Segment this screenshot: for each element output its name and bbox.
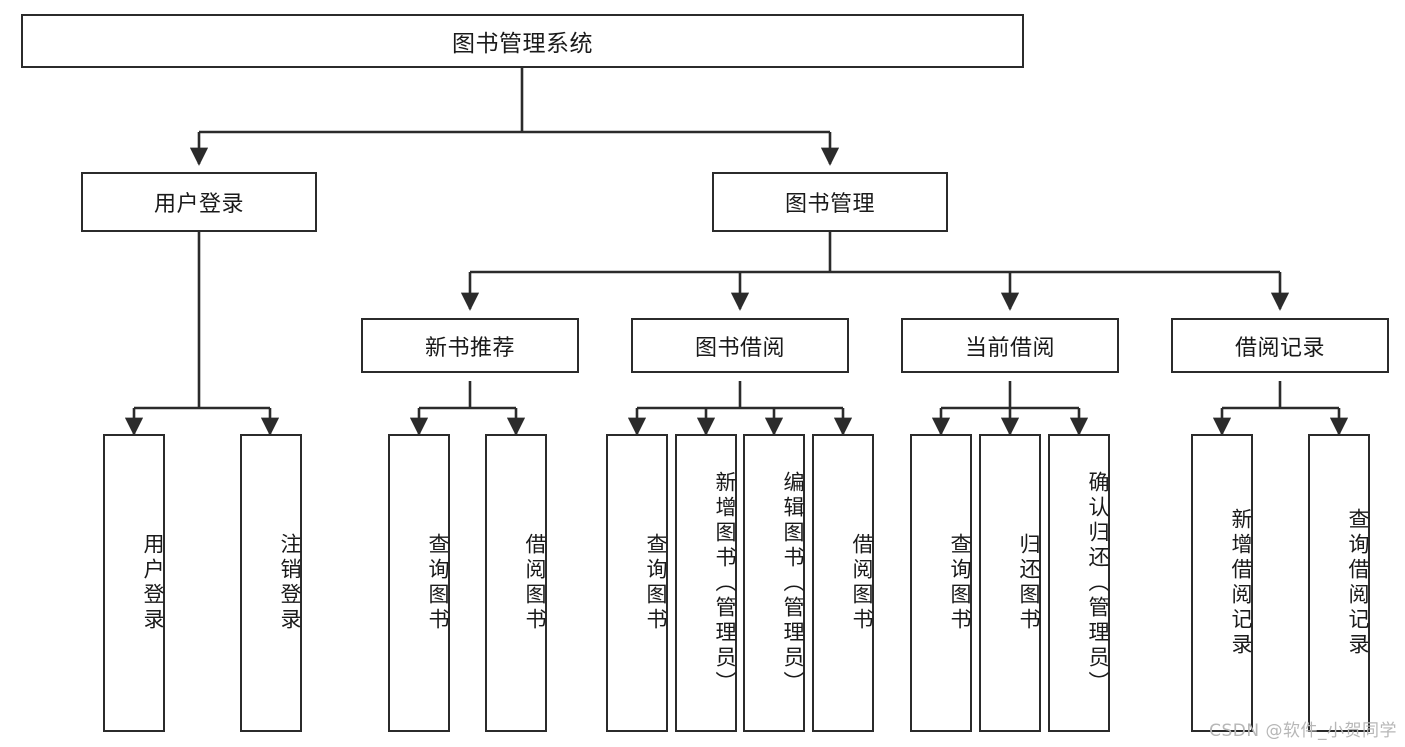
node-current-borrow[interactable]: 当前借阅 <box>901 318 1119 373</box>
leaf-label: 借阅图书 <box>523 533 547 633</box>
leaf-label: 查询图书 <box>426 533 450 633</box>
leaf-label: 编辑图书（管理员） <box>781 470 805 696</box>
leaf-book-borrow-borrow-book[interactable]: 借阅图书 <box>812 434 874 732</box>
node-borrow-record[interactable]: 借阅记录 <box>1171 318 1389 373</box>
leaf-current-borrow-confirm-return-admin[interactable]: 确认归还（管理员） <box>1048 434 1110 732</box>
node-user-login[interactable]: 用户登录 <box>81 172 317 232</box>
leaf-book-borrow-query-book[interactable]: 查询图书 <box>606 434 668 732</box>
leaf-label: 归还图书 <box>1017 533 1041 633</box>
leaf-current-borrow-query-book[interactable]: 查询图书 <box>910 434 972 732</box>
node-book-borrow[interactable]: 图书借阅 <box>631 318 849 373</box>
leaf-borrow-record-query-record[interactable]: 查询借阅记录 <box>1308 434 1370 732</box>
csdn-watermark: CSDN @软件_小贺同学 <box>1209 721 1397 741</box>
leaf-label: 注销登录 <box>278 533 302 633</box>
leaf-label: 查询借阅记录 <box>1346 508 1370 658</box>
leaf-book-borrow-add-book-admin[interactable]: 新增图书（管理员） <box>675 434 737 732</box>
leaf-book-borrow-edit-book-admin[interactable]: 编辑图书（管理员） <box>743 434 805 732</box>
leaf-label: 新增借阅记录 <box>1229 508 1253 658</box>
leaf-new-book-borrow-book[interactable]: 借阅图书 <box>485 434 547 732</box>
leaf-user-login-logout[interactable]: 注销登录 <box>240 434 302 732</box>
leaf-new-book-query-book[interactable]: 查询图书 <box>388 434 450 732</box>
leaf-current-borrow-return-book[interactable]: 归还图书 <box>979 434 1041 732</box>
leaf-label: 用户登录 <box>141 533 165 633</box>
leaf-user-login-login[interactable]: 用户登录 <box>103 434 165 732</box>
node-new-book-recommend[interactable]: 新书推荐 <box>361 318 579 373</box>
node-root-book-management-system[interactable]: 图书管理系统 <box>21 14 1024 68</box>
leaf-label: 查询图书 <box>644 533 668 633</box>
leaf-label: 借阅图书 <box>850 533 874 633</box>
node-book-management[interactable]: 图书管理 <box>712 172 948 232</box>
leaf-borrow-record-add-record[interactable]: 新增借阅记录 <box>1191 434 1253 732</box>
leaf-label: 确认归还（管理员） <box>1086 470 1110 696</box>
leaf-label: 新增图书（管理员） <box>713 470 737 696</box>
leaf-label: 查询图书 <box>948 533 972 633</box>
